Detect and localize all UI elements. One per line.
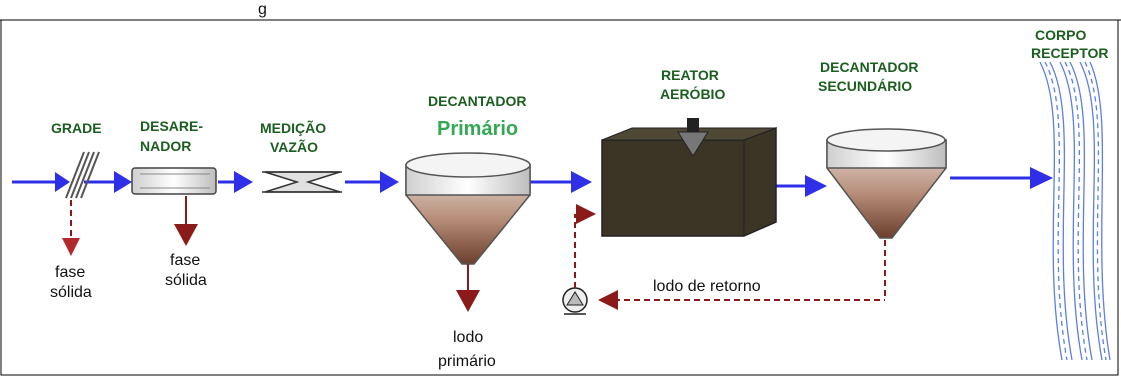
river-icon	[1039, 61, 1111, 361]
sludge-arrowhead	[62, 238, 80, 256]
grade-icon	[65, 151, 100, 199]
decantador-secundario-label-2: SECUNDÁRIO	[818, 78, 912, 94]
return-sludge-loop: lodo de retorno	[562, 204, 886, 315]
desarenador-label-2: NADOR	[140, 138, 191, 154]
sludge-arrowhead	[174, 224, 198, 246]
medicao-label-1: MEDIÇÃO	[260, 119, 326, 136]
lodo-retorno-label: lodo de retorno	[653, 278, 761, 295]
fase-solida-2-line1: fase	[170, 252, 200, 269]
diagram-frame	[0, 19, 1119, 376]
reator-label-2: AERÓBIO	[660, 85, 725, 102]
aerobic-reactor-icon	[601, 118, 777, 237]
reator-label-1: REATOR	[661, 67, 719, 83]
flow-arrowhead	[114, 171, 132, 193]
sludge-arrowhead	[576, 204, 596, 224]
desarenador-icon	[131, 167, 217, 195]
medicao-label-2: VAZÃO	[270, 138, 318, 155]
primary-clarifier-icon	[405, 152, 531, 265]
corpo-receptor-unit: CORPO RECEPTOR	[1031, 27, 1111, 361]
decantador-primario-unit: DECANTADOR Primário lodo primário	[405, 93, 531, 370]
flow-arrowhead	[380, 171, 399, 193]
flow-arrowhead	[234, 171, 253, 193]
flow-arrowhead	[1030, 167, 1053, 189]
corpo-receptor-label-2: RECEPTOR	[1031, 45, 1109, 61]
flow-arrowhead	[571, 171, 592, 193]
decantador-primario-label-2: Primário	[437, 118, 518, 140]
grade-label: GRADE	[51, 120, 102, 136]
decantador-secundario-label-1: DECANTADOR	[820, 59, 919, 75]
fase-solida-2-line2: sólida	[165, 272, 207, 289]
secondary-clarifier-icon	[826, 128, 947, 239]
fase-solida-1-line2: sólida	[50, 284, 92, 301]
corpo-receptor-label-1: CORPO	[1035, 27, 1086, 43]
lodo-primario-line2: primário	[438, 353, 496, 370]
medicao-unit: MEDIÇÃO VAZÃO	[260, 119, 342, 193]
desarenador-label-1: DESARE-	[140, 118, 203, 134]
desarenador-unit: DESARE- NADOR fase sólida	[131, 118, 217, 289]
grade-unit: GRADE fase sólida	[50, 120, 102, 301]
decantador-primario-label-1: DECANTADOR	[428, 93, 527, 109]
sludge-arrowhead	[598, 290, 618, 310]
decantador-secundario-unit: DECANTADOR SECUNDÁRIO	[818, 59, 947, 239]
main-flow	[12, 167, 1053, 197]
reator-unit: REATOR AERÓBIO	[601, 67, 777, 237]
sludge-arrowhead	[456, 290, 480, 312]
flow-meter-icon	[262, 171, 342, 193]
flow-arrowhead	[805, 175, 827, 197]
fase-solida-1-line1: fase	[55, 264, 85, 281]
lodo-primario-line1: lodo	[453, 329, 483, 346]
header-fragment: g	[258, 1, 267, 18]
flow-arrowhead	[55, 172, 70, 192]
